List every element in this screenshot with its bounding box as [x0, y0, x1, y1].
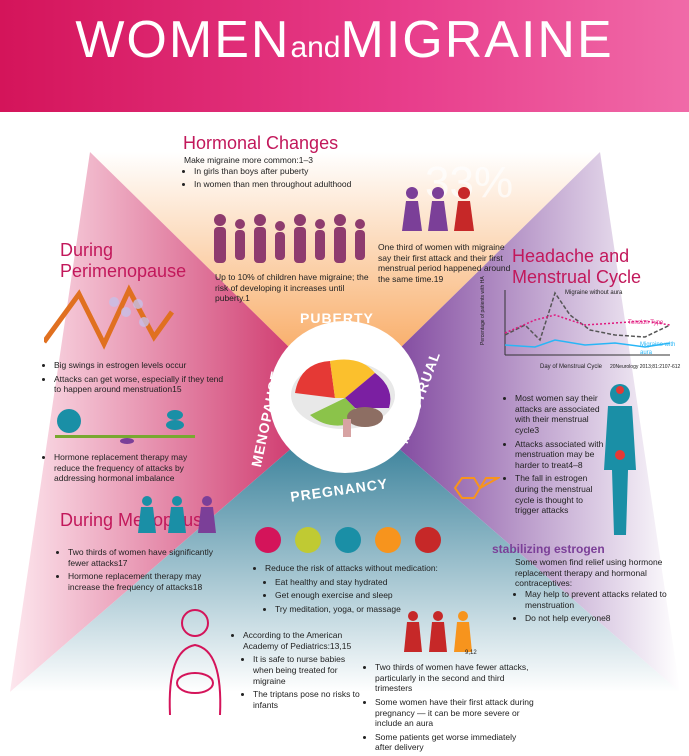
estrogen-molecule-icon — [453, 477, 500, 499]
legend-migraine-without-aura: Migraine without aura — [565, 290, 623, 296]
pregnancy-lifestyle-text: Reduce the risk of attacks without medic… — [255, 563, 455, 618]
brain-illustration — [291, 359, 395, 437]
balance-icon — [55, 409, 195, 444]
header-banner — [0, 0, 689, 112]
cycle-title: Headache and Menstrual Cycle — [512, 246, 642, 287]
three-women-pregnancy-icon — [404, 611, 472, 652]
hormonal-text: Make migraine more common:1–3 In girls t… — [184, 155, 404, 193]
menstrual-text: Most women say their attacks are associa… — [505, 393, 605, 519]
quad-label-puberty: PUBERTY — [300, 310, 374, 326]
legend-tension-type: Tension Type — [628, 320, 664, 326]
percent-33: 33% — [425, 158, 514, 207]
perimenopause-text: Big swings in estrogen levels occurAttac… — [44, 360, 224, 398]
cycle-xlabel: Day of Menstrual Cycle — [540, 364, 603, 370]
hormonal-title: Hormonal Changes — [183, 133, 339, 153]
cycle-chart — [504, 290, 671, 356]
lifestyle-icons-row — [253, 525, 443, 555]
stabilizing-title: stabilizing estrogen — [492, 542, 605, 556]
hrt-text: Hormone replacement therapy may reduce t… — [44, 452, 214, 487]
stabilizing-text: Some women find relief using hormone rep… — [515, 557, 675, 627]
perimenopause-title: During Perimenopause — [60, 240, 187, 281]
estrogen-swing-graph — [44, 284, 174, 350]
cycle-ylabel: Percentage of patients with HA — [480, 276, 486, 345]
children-text: Up to 10% of children have migraine; the… — [215, 272, 369, 304]
third-text: One third of women with migraine say the… — [378, 242, 511, 284]
three-women-icon — [402, 187, 474, 231]
pregnancy-ref: 9,12 — [465, 650, 477, 656]
body-silhouette — [604, 384, 636, 535]
page-title: WOMENandMIGRAINE — [75, 11, 614, 69]
children-group-icon — [214, 214, 365, 263]
cycle-ref: 20Neurology 2013;81:2107-612 — [610, 364, 681, 370]
three-women-menopause-icon — [138, 496, 216, 533]
nursing-mother-illustration — [168, 609, 222, 716]
aap-text: According to the American Academy of Ped… — [233, 630, 363, 713]
menopause-text: Two thirds of women have significantly f… — [58, 547, 228, 596]
legend-migraine-with-aura: Migraine with aura — [640, 342, 676, 356]
pregnancy-text: Two thirds of women have fewer attacks, … — [365, 662, 535, 756]
